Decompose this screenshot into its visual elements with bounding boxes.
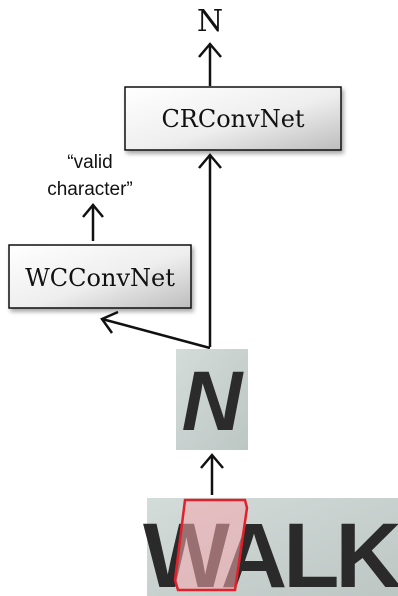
word-image: WALK [143, 498, 398, 596]
validity-note-line-2: character” [47, 179, 133, 200]
arrow-crconvnet-to-output [198, 42, 222, 86]
character-crop-image: N [176, 349, 248, 450]
arrow-character-to-crconvnet [198, 153, 222, 347]
crconvnet-box: CRConvNet [124, 86, 342, 151]
character-highlight-box [173, 498, 249, 592]
wcconvnet-box: WCConvNet [8, 244, 192, 309]
output-label: N [197, 4, 223, 39]
arrow-wcconvnet-to-note [82, 203, 104, 241]
character-crop-letter: N [182, 354, 245, 448]
wcconvnet-label: WCConvNet [25, 264, 175, 292]
validity-note-line-1: “valid [67, 152, 112, 173]
crconvnet-label: CRConvNet [161, 105, 304, 133]
arrow-word-to-character [200, 453, 224, 495]
arrow-character-to-wcconvnet [100, 310, 211, 350]
